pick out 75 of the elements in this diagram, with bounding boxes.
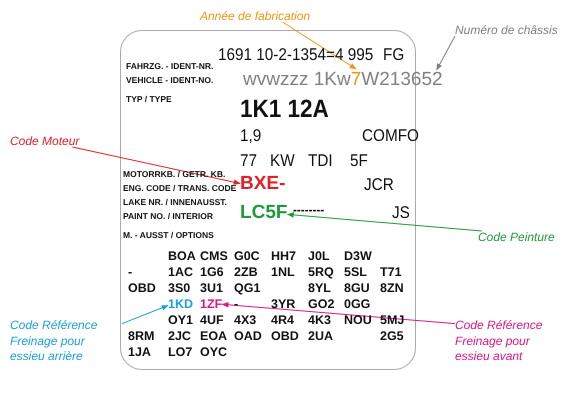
plate-value: 77: [240, 152, 258, 169]
field-label: ENG. CODE / TRANS. CODE: [123, 184, 236, 192]
option-code: HH7: [271, 250, 296, 262]
option-code: 1G6: [200, 266, 224, 278]
option-code: 3S0: [168, 282, 190, 294]
option-code: GO2: [308, 298, 334, 310]
callout-label: Code Moteur: [10, 135, 80, 147]
option-code: BOA: [168, 250, 196, 262]
field-label: FAHRZG. - IDENT-NR.: [126, 62, 214, 70]
leader-arrow: [286, 212, 482, 232]
option-code: 3YR: [271, 298, 296, 310]
option-code: 2G5: [380, 330, 404, 342]
plate-value: TDI: [308, 152, 333, 169]
option-code: 4K3: [308, 314, 331, 326]
option-code: 1NL: [271, 266, 295, 278]
option-code: OYC: [200, 346, 228, 358]
plate-value: 1K1 12A: [240, 97, 329, 122]
option-code: 0GG: [344, 298, 370, 310]
option-code: OBD: [271, 330, 299, 342]
option-code: CMS: [200, 250, 228, 262]
option-code: 5SL: [344, 266, 367, 278]
plate-value: JS: [392, 204, 410, 221]
field-label: M. - AUSST / OPTIONS: [123, 231, 214, 240]
leader-arrow: [72, 146, 241, 185]
callout-label: Code Référence Freinage pour essieu avant: [455, 318, 555, 365]
callout-label: Année de fabrication: [200, 10, 310, 22]
highlighted-digit: 7: [350, 69, 362, 90]
engine-code: BXE-: [240, 174, 286, 193]
option-code: 4X3: [234, 314, 256, 326]
option-code: 3U1: [200, 282, 223, 294]
field-label: VEHICLE - IDENT-NO.: [126, 76, 214, 84]
option-code: G0C: [234, 250, 260, 262]
option-code: 4R4: [271, 314, 294, 326]
callout-label: Code Référence Freinage pour essieu arrière: [10, 318, 122, 365]
option-code: 8RM: [128, 330, 154, 342]
option-code: 2UA: [308, 330, 334, 342]
option-code: 2ZB: [234, 266, 258, 278]
plate-value: JCR: [364, 176, 394, 193]
option-code: 8GU: [344, 282, 370, 294]
callout-label: Numéro de châssis: [455, 24, 558, 36]
option-code: J0L: [308, 250, 330, 262]
rear-brake-code: 1KD: [168, 298, 194, 310]
plate-value: COMFO: [362, 127, 419, 144]
plate-value: 5F: [350, 152, 368, 169]
plate-value: --------: [293, 203, 324, 216]
option-code: 2JC: [168, 330, 191, 342]
front-brake-code: 1ZF: [200, 298, 222, 310]
option-code: 8ZN: [380, 282, 404, 294]
option-code: 1JA: [128, 346, 151, 358]
option-code: NOU: [344, 314, 372, 326]
leader-arrow: [436, 36, 456, 71]
plate-value: FG: [383, 46, 404, 63]
vin-text: wvwzzz 1Kw: [243, 69, 351, 90]
field-label: TYP / TYPE: [126, 95, 172, 104]
option-code: 8YL: [308, 282, 331, 294]
plate-value: KW: [270, 152, 295, 169]
option-code: OBD: [128, 282, 156, 294]
option-code: D3W: [344, 250, 372, 262]
field-label: PAINT NO. / INTERIOR: [123, 212, 214, 220]
leader-arrow: [122, 305, 169, 324]
option-code: LO7: [168, 346, 192, 358]
paint-code: LC5F: [240, 203, 288, 222]
option-code: T71: [380, 266, 402, 278]
leader-arrow: [222, 302, 456, 324]
plate-value: 1,9: [240, 127, 262, 144]
option-code: -: [128, 266, 132, 278]
option-code: OY1: [168, 314, 194, 326]
option-code: 1AC: [168, 266, 194, 278]
callout-label: Code Peinture: [478, 231, 555, 243]
option-code: 5RQ: [308, 266, 334, 278]
option-code: QG1: [234, 282, 260, 294]
field-label: LAKE NR. / INNENAUSST.: [123, 198, 227, 206]
option-code: OAD: [234, 330, 262, 342]
option-code: EOA: [200, 330, 228, 342]
option-code: 4UF: [200, 314, 224, 326]
